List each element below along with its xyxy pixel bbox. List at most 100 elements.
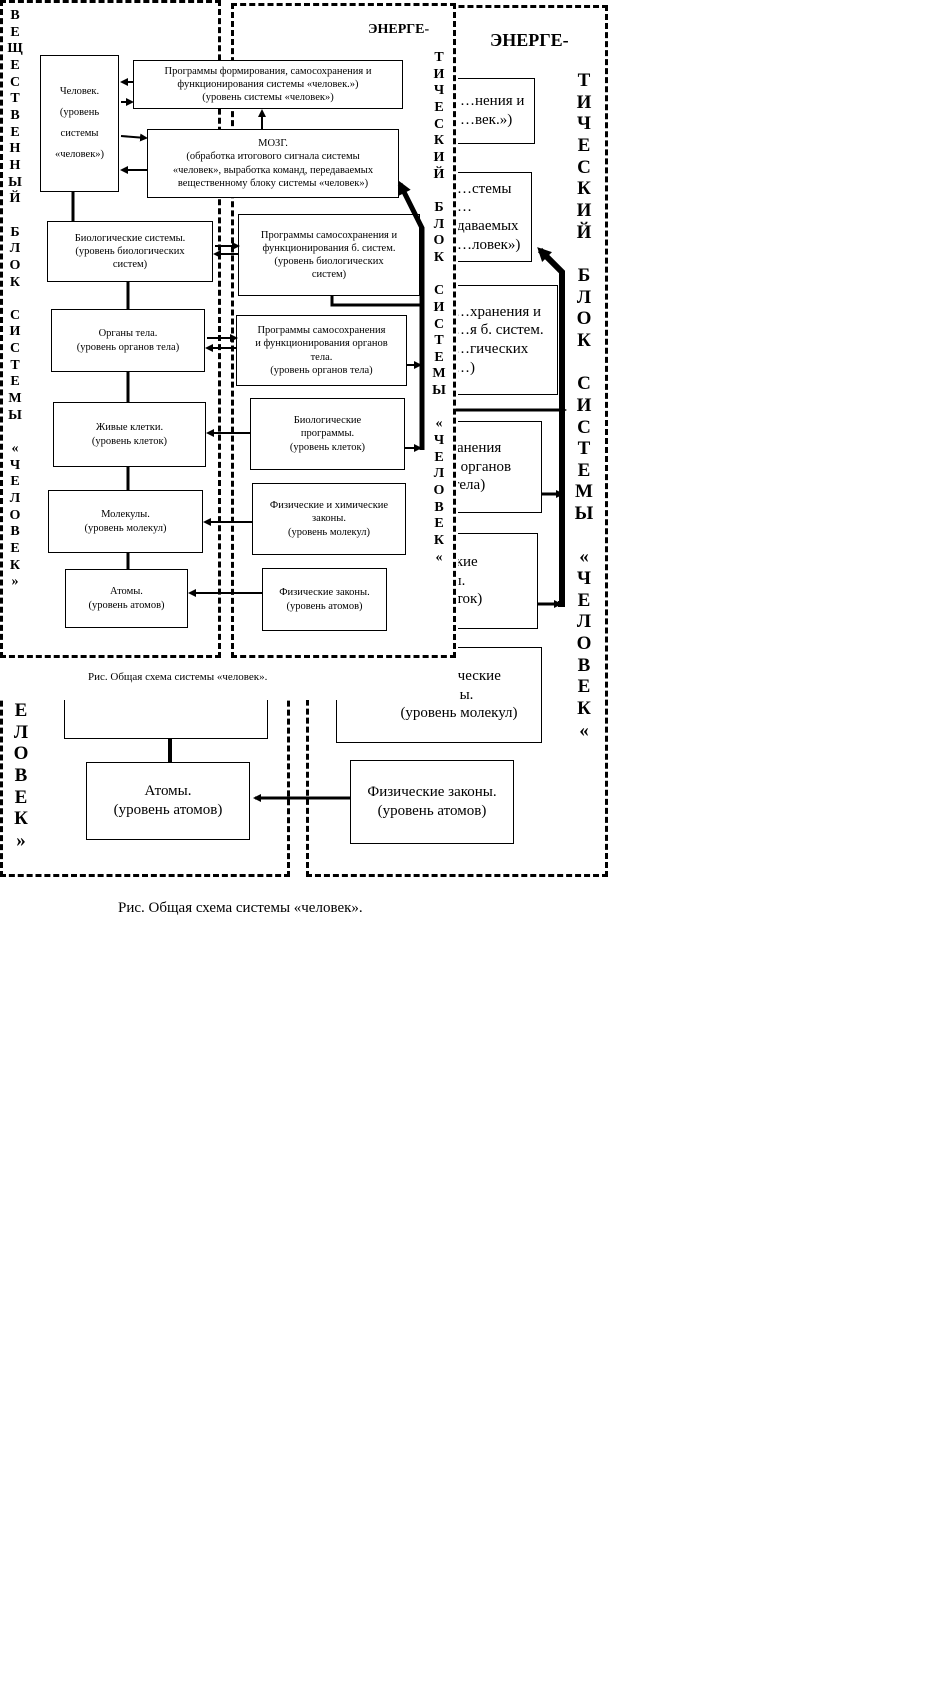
vertical-char: К [9, 557, 21, 573]
vertical-char: О [433, 483, 445, 499]
vertical-char: Т [434, 50, 444, 65]
vertical-char: Т [434, 333, 444, 349]
vertical-char: И [9, 324, 21, 340]
vertical-char: С [577, 416, 591, 438]
vertical-char: Л [576, 286, 592, 308]
vertical-char: И [576, 199, 592, 221]
vertical-char: О [9, 257, 21, 273]
vertical-char: Т [577, 438, 591, 460]
vertical-char: « [11, 441, 19, 457]
box-brain: МОЗГ. (обработка итогового сигнала систе… [147, 129, 399, 198]
vertical-char: И [576, 91, 592, 113]
vertical-char: Б [434, 199, 444, 215]
vertical-char: К [433, 533, 445, 549]
vertical-char: И [433, 299, 445, 315]
vertical-char: Й [576, 221, 592, 243]
front-energy-block-border [231, 3, 456, 658]
vertical-char: С [577, 156, 591, 178]
vertical-char: О [576, 633, 592, 655]
vertical-char: Н [9, 141, 21, 157]
arrow-human-to-brain [120, 133, 148, 142]
back-box-atoms: Атомы. (уровень атомов) [86, 762, 250, 840]
box-atoms: Атомы. (уровень атомов) [65, 569, 188, 628]
vertical-char: Ы [574, 503, 594, 525]
vertical-char: М [8, 391, 22, 407]
vertical-char: Е [10, 124, 20, 140]
vertical-char: С [9, 307, 21, 323]
vertical-char: Б [577, 264, 591, 286]
back-box-phys: Физические законы. (уровень атомов) [350, 760, 514, 844]
vertical-char: « [579, 546, 589, 568]
vertical-char: К [577, 178, 591, 200]
box-molecules: Молекулы. (уровень молекул) [48, 490, 203, 553]
vertical-char: Щ [7, 41, 23, 57]
box-human: Человек. (уровень системы «человек») [40, 55, 119, 192]
vertical-char: В [14, 764, 28, 786]
vertical-char: В [434, 499, 444, 515]
back-energy-title: ЭНЕРГЕ- [490, 30, 569, 50]
vertical-char: Е [577, 676, 591, 698]
vertical-char: Т [10, 357, 20, 373]
vertical-char: Ч [9, 457, 21, 473]
back-box-brain: …стемы …даваемых …ловек») [452, 172, 532, 262]
vertical-char: С [433, 316, 445, 332]
vertical-char: Е [10, 541, 20, 556]
vertical-char: Е [577, 459, 591, 481]
vertical-char: » [11, 574, 19, 590]
vertical-char: Е [434, 449, 444, 465]
vertical-char: » [16, 829, 26, 851]
vertical-char: С [9, 341, 21, 357]
box-bio-systems: Биологические системы. (уровень биологич… [47, 221, 213, 282]
vertical-char: К [433, 133, 445, 149]
vertical-char: М [432, 366, 446, 382]
vertical-char: К [577, 329, 591, 351]
vertical-char: К [9, 274, 21, 290]
box-cells: Живые клетки. (уровень клеток) [53, 402, 206, 467]
bus-to-brain [397, 180, 425, 450]
vertical-char: Е [434, 349, 444, 365]
vertical-char: Л [576, 611, 592, 633]
bus-programs-bio [330, 296, 420, 307]
box-organs: Органы тела. (уровень органов тела) [51, 309, 205, 372]
vertical-char: Е [10, 374, 20, 390]
vertical-char: « [435, 416, 443, 432]
vertical-char: М [575, 481, 593, 503]
vertical-char: Н [9, 157, 21, 173]
front-material-block-border [0, 0, 221, 658]
vertical-char: Е [434, 99, 444, 115]
back-box-programs-bio: …хранения и …я б. систем. …гических …) [448, 285, 558, 395]
vertical-char: С [577, 373, 591, 395]
vertical-char: И [433, 66, 445, 82]
box-programs-top: Программы формирования, самосохранения и… [133, 60, 403, 109]
vertical-char: Е [10, 57, 20, 73]
vertical-char: Е [10, 24, 20, 40]
box-programs-organs: Программы самосохранения и функционирова… [236, 315, 407, 386]
vertical-char: Й [9, 191, 21, 207]
box-phys-chem: Физические и химические законы. (уровень… [252, 483, 406, 555]
vertical-char: « [435, 549, 443, 565]
vertical-char: Л [9, 491, 21, 507]
vertical-char: Ч [577, 568, 591, 590]
vertical-char: Л [433, 466, 445, 482]
vertical-char: К [577, 698, 591, 720]
vertical-char: Ч [577, 113, 591, 135]
vertical-char: « [579, 719, 589, 741]
vertical-char: О [576, 308, 592, 330]
vertical-char: К [433, 249, 445, 265]
vertical-char: Е [10, 474, 20, 490]
vertical-char: Ы [8, 174, 22, 190]
vertical-char: Ы [432, 383, 446, 399]
vertical-char: К [14, 808, 28, 830]
vertical-char: Ы [8, 407, 22, 423]
vertical-char: В [10, 8, 20, 23]
back-caption: Рис. Общая схема системы «человек». [118, 900, 363, 916]
vertical-char: С [433, 283, 445, 299]
vertical-char: Б [10, 224, 20, 240]
vertical-char: Е [577, 134, 591, 156]
vertical-char: Т [10, 91, 20, 107]
vertical-char: С [433, 116, 445, 132]
